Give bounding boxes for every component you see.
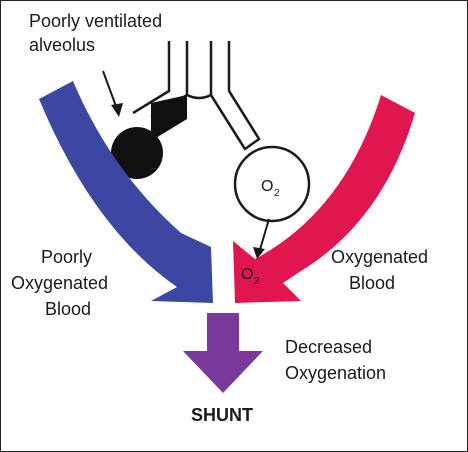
label-pointer-arrow <box>103 71 123 117</box>
shunt-label: SHUNT <box>191 405 253 425</box>
poorly-oxygenated-label-3: Blood <box>45 299 91 319</box>
poorly-oxygenated-label-2: Oxygenated <box>11 273 108 293</box>
oxygenated-label-1: Oxygenated <box>331 247 428 267</box>
poorly-oxygenated-label-1: Poorly <box>41 247 92 267</box>
decreased-oxygenation-label-2: Oxygenation <box>285 363 386 383</box>
ventilated-branch: O 2 <box>211 91 309 221</box>
o2-in-blood-sub: 2 <box>254 276 260 287</box>
mixed-blood-arrow <box>183 313 263 393</box>
blocked-branch <box>111 95 187 179</box>
poorly-ventilated-label-2: alveolus <box>29 35 95 55</box>
open-bronchus <box>211 91 259 149</box>
decreased-oxygenation-label-1: Decreased <box>285 337 372 357</box>
blocked-bronchus <box>151 95 187 141</box>
oxygenated-label-2: Blood <box>349 273 395 293</box>
o2-in-blood: O <box>241 266 253 283</box>
poorly-ventilated-label-1: Poorly ventilated <box>29 11 162 31</box>
o2-in-alveolus-sub: 2 <box>274 188 280 199</box>
o2-in-alveolus: O <box>261 178 273 195</box>
